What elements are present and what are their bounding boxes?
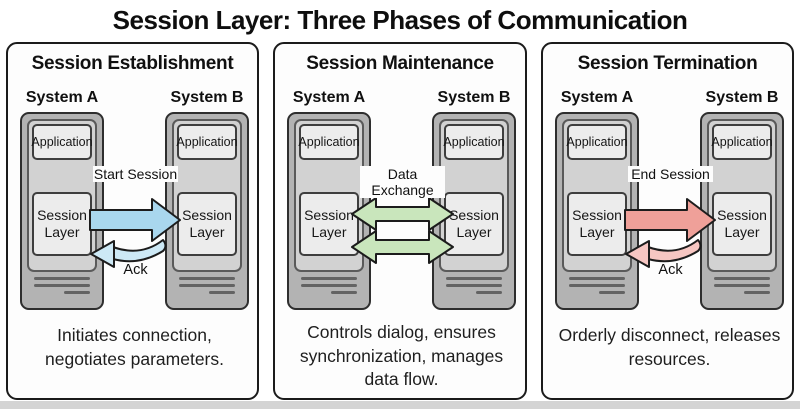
- system-b-label: System B: [170, 89, 244, 106]
- tower-panel: Application Session Layer: [27, 119, 97, 272]
- panel-session-establishment: Session Establishment System A System B …: [6, 42, 259, 400]
- vent-line: [446, 277, 502, 280]
- panel-caption: Orderly disconnect, releases resources.: [558, 325, 781, 369]
- system-b-label: System B: [705, 89, 779, 106]
- session-layer-box: Session Layer: [299, 192, 359, 256]
- tower-panel: Application Session Layer: [562, 119, 632, 272]
- session-layer-box: Session Layer: [712, 192, 772, 256]
- application-layer-box: Application: [176, 124, 238, 160]
- data-exchange-arrow-bottom: [351, 230, 454, 264]
- data-exchange-arrow-top: [351, 197, 454, 231]
- application-layer-box: Application: [31, 124, 93, 160]
- vent-line: [599, 291, 625, 294]
- session-layer-box: Session Layer: [567, 192, 627, 256]
- vent-line: [714, 277, 770, 280]
- end-session-arrow: [624, 198, 716, 242]
- system-a-tower: Application Session Layer: [20, 112, 104, 310]
- vent-line: [569, 277, 625, 280]
- system-b-tower: Application Session Layer: [700, 112, 784, 310]
- vent-line: [714, 284, 770, 287]
- panel-caption: Initiates connection, negotiates paramet…: [45, 325, 224, 369]
- ack-label: Ack: [123, 262, 148, 278]
- application-layer-box: Application: [298, 124, 360, 160]
- system-b-label: System B: [437, 89, 511, 106]
- vent-line: [64, 291, 90, 294]
- panel-caption: Controls dialog, ensures synchronization…: [299, 322, 504, 390]
- vent-line: [301, 277, 357, 280]
- application-layer-box: Application: [566, 124, 628, 160]
- data-exchange-label: Data Exchange: [360, 166, 445, 199]
- end-session-label: End Session: [628, 166, 713, 183]
- tower-panel: Application Session Layer: [707, 119, 777, 272]
- page-title: Session Layer: Three Phases of Communica…: [112, 5, 688, 35]
- session-layer-box: Session Layer: [177, 192, 237, 256]
- establishment-arrows: [89, 198, 181, 268]
- panel-title: Session Maintenance: [306, 53, 494, 74]
- system-b-tower: Application Session Layer: [432, 112, 516, 310]
- termination-arrows: [624, 198, 716, 268]
- tower-panel: Application Session Layer: [172, 119, 242, 272]
- vent-line: [34, 277, 90, 280]
- vent-line: [179, 277, 235, 280]
- application-layer-box: Application: [443, 124, 505, 160]
- vent-line: [179, 284, 235, 287]
- vent-line: [446, 284, 502, 287]
- panel-session-termination: Session Termination System A System B Ap…: [541, 42, 794, 400]
- ack-arrow-head: [90, 240, 115, 268]
- panel-title: Session Termination: [577, 53, 758, 74]
- system-a-tower: Application Session Layer: [555, 112, 639, 310]
- system-a-label: System A: [560, 89, 634, 106]
- vent-line: [301, 284, 357, 287]
- system-a-label: System A: [292, 89, 366, 106]
- system-a-label: System A: [25, 89, 99, 106]
- maintenance-arrows: [351, 197, 454, 264]
- vent-line: [744, 291, 770, 294]
- vent-line: [331, 291, 357, 294]
- vent-line: [34, 284, 90, 287]
- vent-line: [209, 291, 235, 294]
- start-session-label: Start Session: [93, 166, 178, 183]
- ack-label: Ack: [658, 262, 683, 278]
- ack-arrow-band: [112, 239, 167, 263]
- bottom-border-strip: [0, 401, 800, 409]
- session-layer-box: Session Layer: [444, 192, 504, 256]
- vent-line: [569, 284, 625, 287]
- vent-line: [476, 291, 502, 294]
- panel-title: Session Establishment: [31, 53, 234, 74]
- start-session-arrow: [89, 198, 181, 242]
- ack-arrow-band: [647, 239, 702, 263]
- system-b-tower: Application Session Layer: [165, 112, 249, 310]
- panel-session-maintenance: Session Maintenance System A System B Ap…: [273, 42, 527, 400]
- application-layer-box: Application: [711, 124, 773, 160]
- ack-arrow-head: [625, 240, 650, 268]
